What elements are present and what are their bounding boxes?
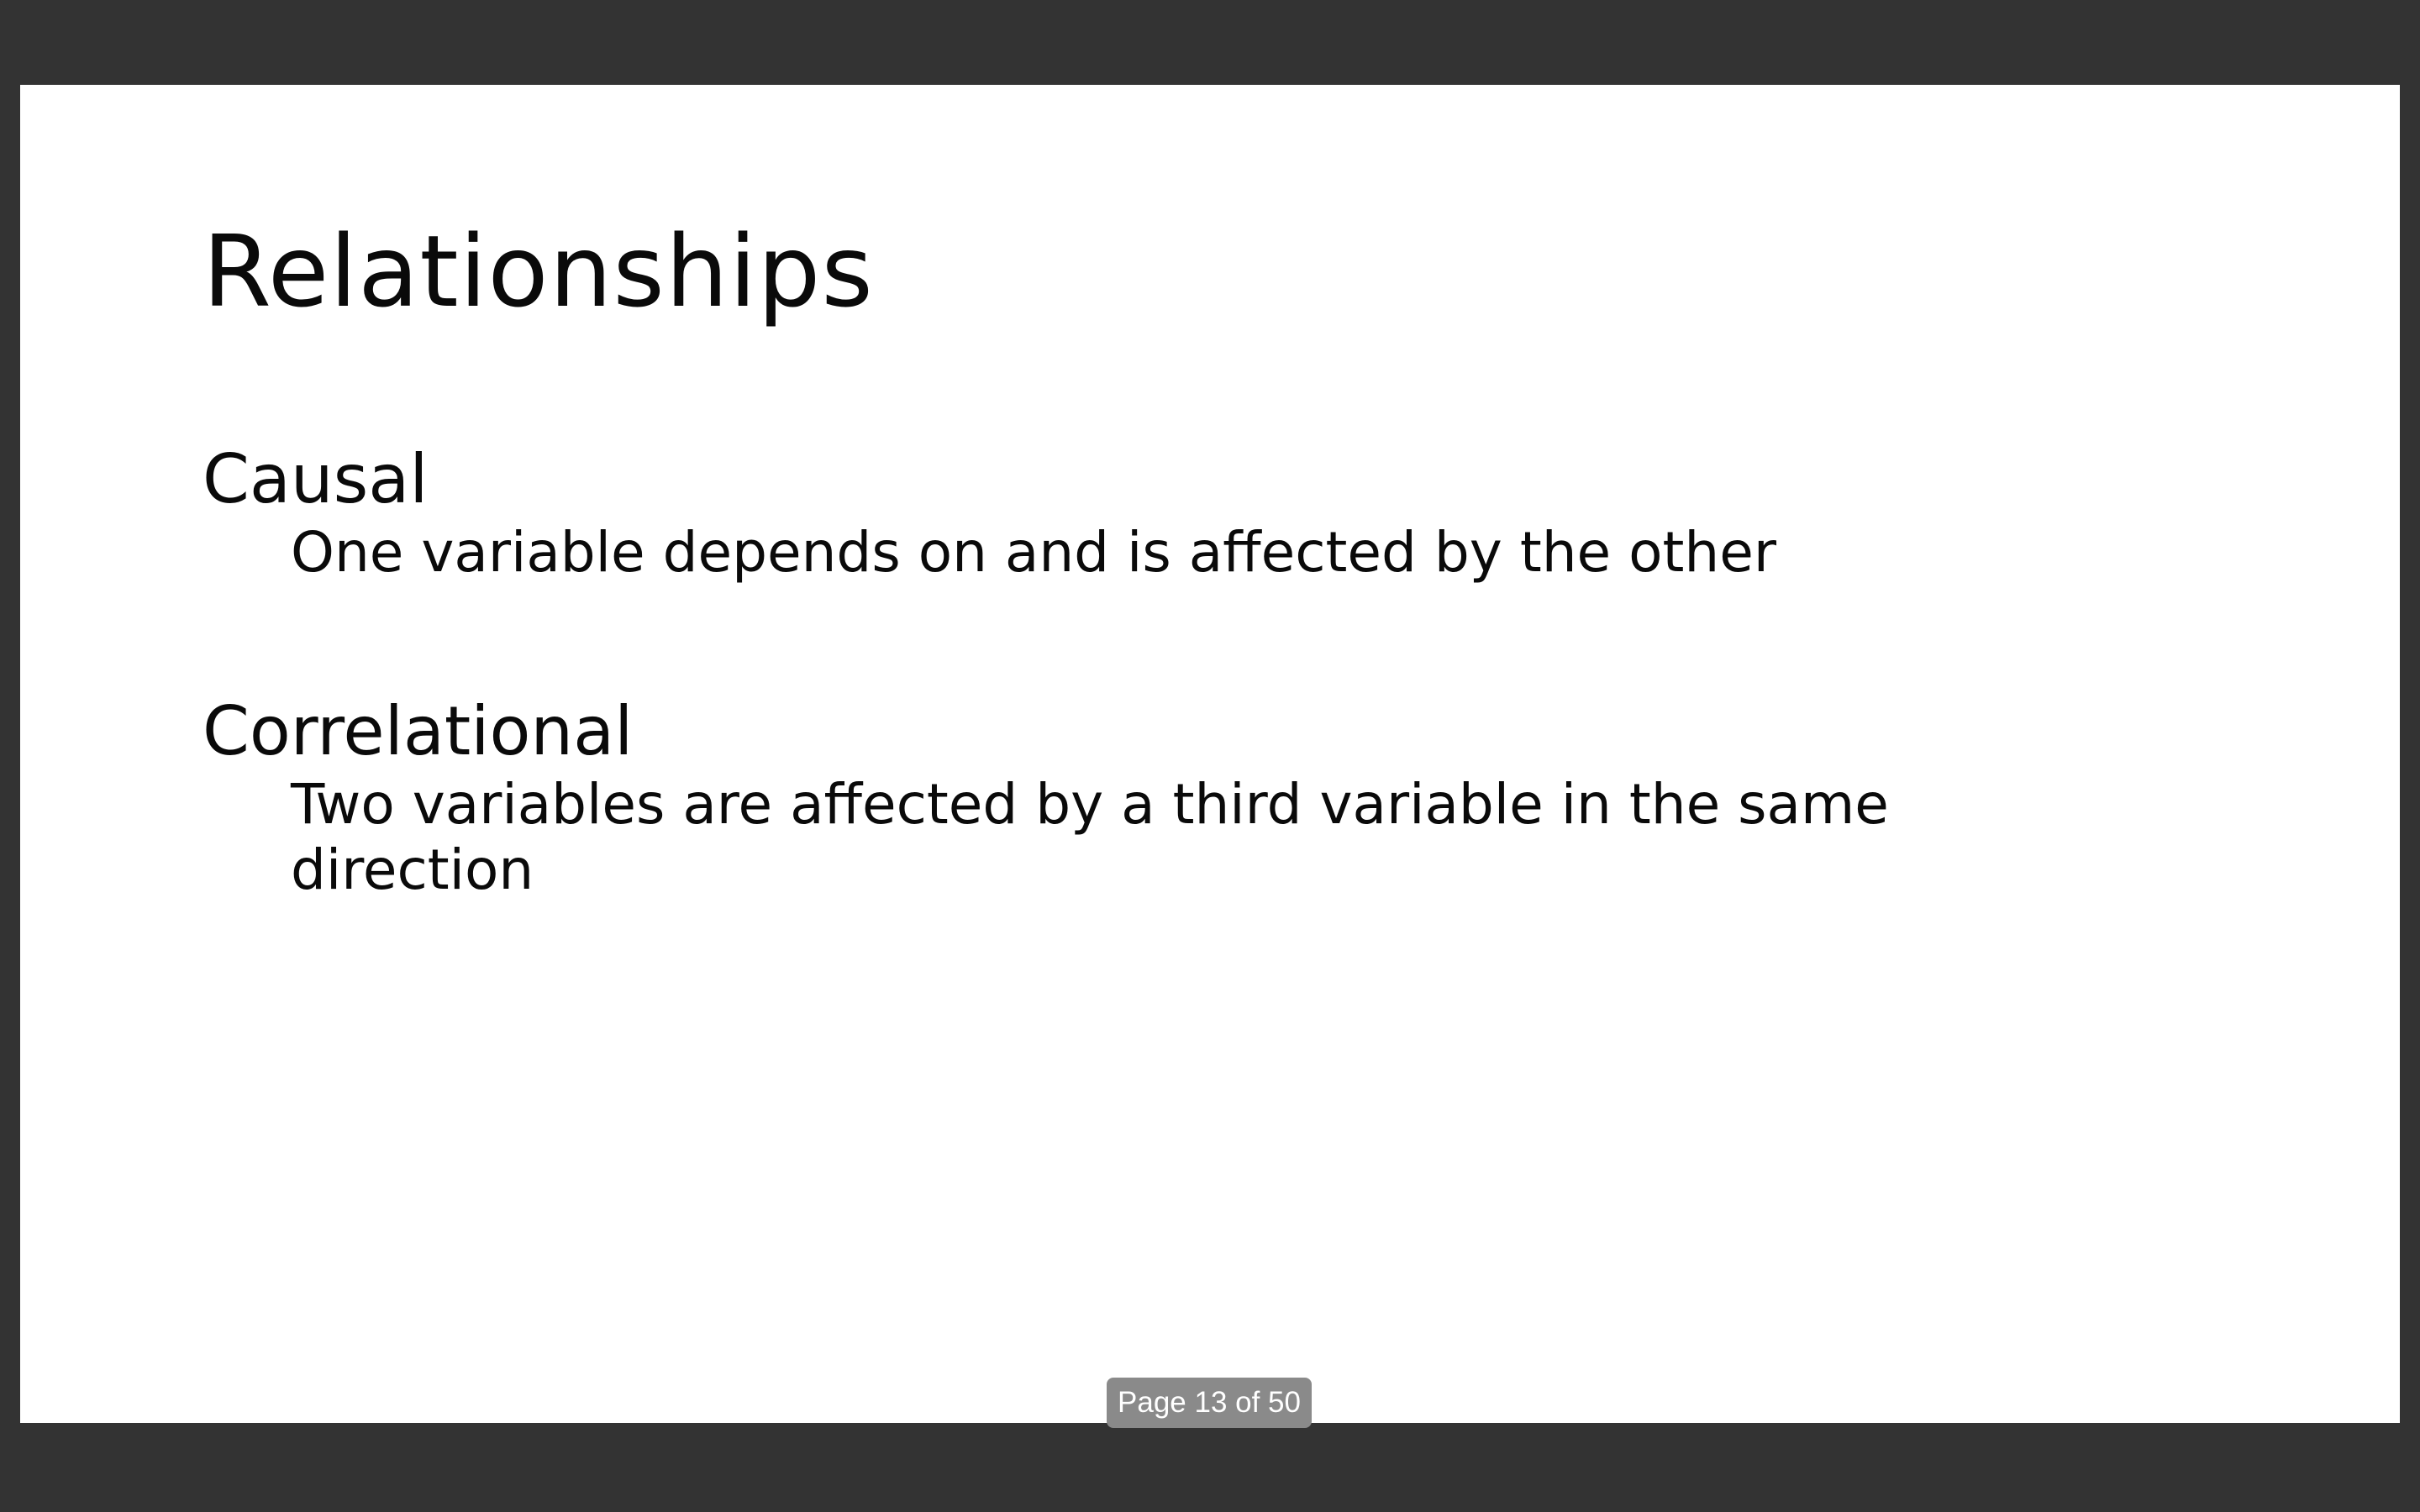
section-body: Two variables are affected by a third va…: [291, 772, 1889, 902]
slide-title: Relationships: [203, 213, 874, 329]
section-heading: Correlational: [203, 692, 634, 770]
slide-page: Relationships Causal One variable depend…: [20, 85, 2400, 1423]
page-indicator: Page 13 of 50: [1107, 1378, 1312, 1428]
section-heading: Causal: [203, 440, 429, 518]
section-causal: Causal One variable depends on and is af…: [203, 439, 2303, 585]
section-body: One variable depends on and is affected …: [291, 520, 1776, 585]
section-correlational: Correlational Two variables are affected…: [203, 691, 2303, 903]
